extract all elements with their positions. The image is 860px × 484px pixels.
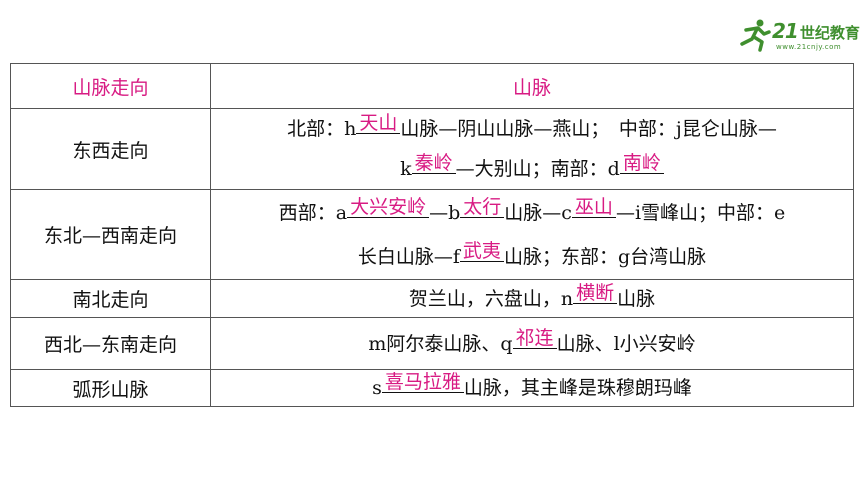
static-text: —b [429,201,461,224]
static-text: 北部：h [287,118,357,140]
direction-cell: 东西走向 [10,108,211,190]
logo-url: www.21cnjy.com [776,43,842,51]
table-header-row: 山脉走向 山脉 [10,63,854,109]
static-text: 长白山脉—f [357,245,460,268]
static-text: m阿尔泰山脉、q [368,332,513,355]
fill-in-answer: 巫山 [571,197,616,218]
direction-cell: 弧形山脉 [10,369,211,407]
fill-in-answer: 武夷 [459,241,504,262]
static-text: k [400,158,412,180]
static-text: 山脉—阴山山脉—燕山； 中部：j昆仑山脉— [400,118,777,140]
static-text: s [372,377,382,399]
static-text: 山脉 [617,287,656,310]
header-direction: 山脉走向 [10,63,211,109]
static-text: 山脉，其主峰是珠穆朗玛峰 [463,377,692,399]
fill-in-answer: 南岭 [619,153,664,174]
fill-in-answer: 横断 [573,283,618,304]
static-text: —大别山；南部：d [455,158,620,180]
static-text: 山脉—c [504,201,572,224]
fill-in-answer: 秦岭 [411,153,456,174]
static-text: —i雪峰山；中部：e [615,201,786,224]
fill-in-answer: 太行 [460,197,505,218]
static-text: 山脉、l小兴安岭 [556,332,696,355]
direction-cell: 西北—东南走向 [10,317,211,370]
direction-cell: 南北走向 [10,279,211,318]
fill-in-answer: 祁连 [512,328,557,349]
direction-cell: 东北—西南走向 [10,189,211,280]
fill-in-answer: 天山 [356,113,401,134]
header-mountains: 山脉 [210,63,854,109]
static-text: 贺兰山，六盘山，n [408,287,574,310]
fill-in-answer: 大兴安岭 [347,197,430,218]
static-text: 西部：a [278,201,348,224]
static-text: 山脉；东部：g台湾山脉 [503,245,707,268]
running-figure-icon [740,19,771,52]
fill-in-answer: 喜马拉雅 [381,372,464,393]
